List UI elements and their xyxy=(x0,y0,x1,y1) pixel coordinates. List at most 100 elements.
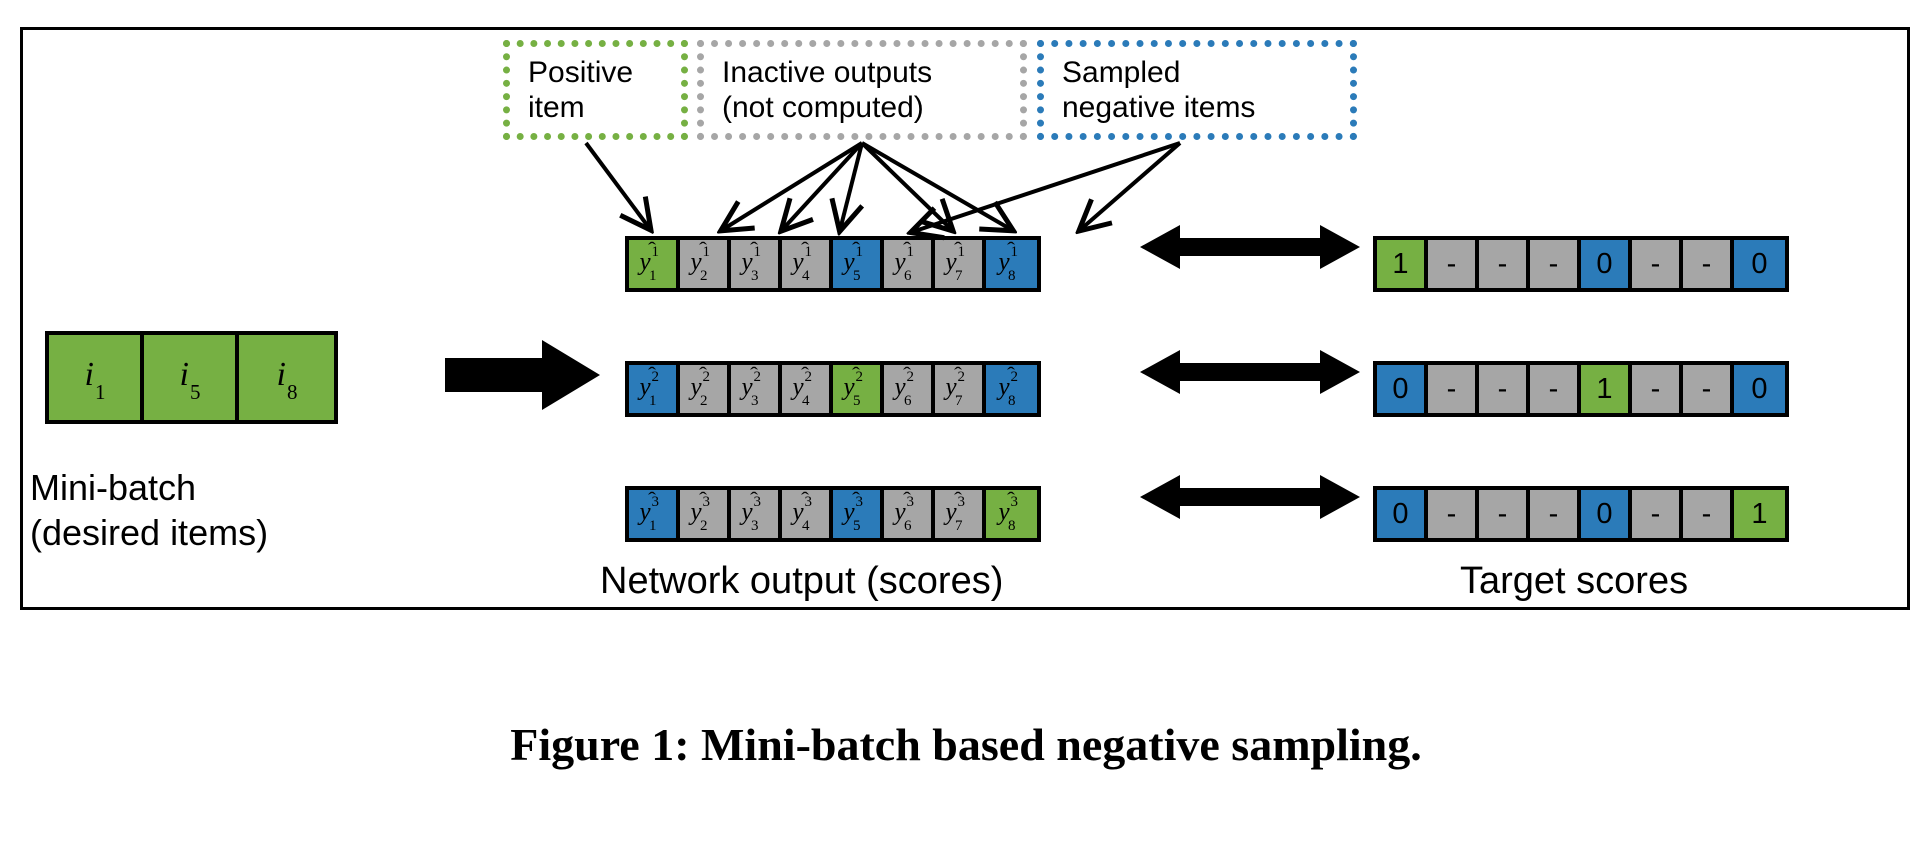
target-score-cell-2-3: - xyxy=(1479,365,1530,413)
network-output-cell-label: ̂y12 xyxy=(690,243,711,285)
network-output-cell-1-1: ̂y11 xyxy=(629,240,680,288)
target-score-cell-value: - xyxy=(1497,247,1508,280)
target-score-cell-value: - xyxy=(1701,247,1712,280)
target-score-cell-1-7: - xyxy=(1683,240,1734,288)
target-score-cell-value: - xyxy=(1497,497,1508,530)
network-output-cell-label: ̂y11 xyxy=(639,243,660,285)
target-score-cell-value: 0 xyxy=(1392,497,1409,530)
target-score-cell-value: 1 xyxy=(1392,247,1409,280)
network-output-cell-label: ̂y37 xyxy=(945,493,966,535)
minibatch-item-8: i8 xyxy=(239,335,334,420)
network-output-cell-3-2: ̂y32 xyxy=(680,490,731,538)
network-output-cell-2-8: ̂y28 xyxy=(986,365,1037,413)
target-score-cell-2-8: 0 xyxy=(1734,365,1785,413)
network-output-cell-2-5: ̂y25 xyxy=(833,365,884,413)
legend-positive-item-label: Positive item xyxy=(528,55,634,124)
target-score-cell-1-8: 0 xyxy=(1734,240,1785,288)
network-output-cell-2-6: ̂y26 xyxy=(884,365,935,413)
target-score-cell-value: 0 xyxy=(1751,247,1768,280)
target-score-cell-3-7: - xyxy=(1683,490,1734,538)
target-score-cell-2-2: - xyxy=(1428,365,1479,413)
minibatch-item-label: i1 xyxy=(84,356,106,404)
minibatch-item-label: i5 xyxy=(179,356,201,404)
network-output-cell-3-4: ̂y34 xyxy=(782,490,833,538)
network-output-cell-3-5: ̂y35 xyxy=(833,490,884,538)
target-score-cell-3-2: - xyxy=(1428,490,1479,538)
network-output-cell-label: ̂y34 xyxy=(792,493,813,535)
network-output-cell-label: ̂y26 xyxy=(894,368,915,410)
target-score-cell-2-4: - xyxy=(1530,365,1581,413)
target-score-cell-1-2: - xyxy=(1428,240,1479,288)
target-score-cell-value: - xyxy=(1701,372,1712,405)
network-output-cell-label: ̂y27 xyxy=(945,368,966,410)
network-output-cell-label: ̂y22 xyxy=(690,368,711,410)
network-output-cell-1-5: ̂y15 xyxy=(833,240,884,288)
network-output-cell-label: ̂y14 xyxy=(792,243,813,285)
network-output-cell-label: ̂y23 xyxy=(741,368,762,410)
target-score-cell-value: 0 xyxy=(1392,372,1409,405)
target-score-cell-value: - xyxy=(1446,372,1457,405)
network-output-cell-3-7: ̂y37 xyxy=(935,490,986,538)
target-score-cell-3-4: - xyxy=(1530,490,1581,538)
target-score-cell-1-3: - xyxy=(1479,240,1530,288)
target-score-cell-1-4: - xyxy=(1530,240,1581,288)
target-score-cell-value: - xyxy=(1497,372,1508,405)
network-output-cell-label: ̂y32 xyxy=(690,493,711,535)
network-output-cell-2-2: ̂y22 xyxy=(680,365,731,413)
network-output-cell-label: ̂y35 xyxy=(843,493,864,535)
target-score-cell-2-1: 0 xyxy=(1377,365,1428,413)
target-score-cell-value: - xyxy=(1548,372,1559,405)
network-output-cell-3-3: ̂y33 xyxy=(731,490,782,538)
target-score-cell-value: 0 xyxy=(1596,247,1613,280)
network-output-cell-2-3: ̂y23 xyxy=(731,365,782,413)
network-output-cell-1-7: ̂y17 xyxy=(935,240,986,288)
legend-sampled-negative-items-label: Sampled negative items xyxy=(1062,55,1256,124)
figure-caption: Figure 1: Mini-batch based negative samp… xyxy=(510,719,1422,770)
network-output-cell-label: ̂y21 xyxy=(639,368,660,410)
legend-sampled-negative-items: Sampled negative items xyxy=(1037,40,1357,140)
target-score-cell-value: - xyxy=(1650,497,1661,530)
network-output-row: ̂y11̂y12̂y13̂y14̂y15̂y16̂y17̂y18 xyxy=(625,236,1041,292)
network-output-cell-label: ̂y18 xyxy=(998,243,1019,285)
network-output-row: ̂y31̂y32̂y33̂y34̂y35̂y36̂y37̂y38 xyxy=(625,486,1041,542)
network-output-cell-2-7: ̂y27 xyxy=(935,365,986,413)
network-output-cell-label: ̂y25 xyxy=(843,368,864,410)
network-output-cell-3-6: ̂y36 xyxy=(884,490,935,538)
target-score-cell-value: 0 xyxy=(1596,497,1613,530)
target-scores-row: 1---0--0 xyxy=(1373,236,1789,292)
target-score-cell-2-5: 1 xyxy=(1581,365,1632,413)
network-output-cell-label: ̂y13 xyxy=(741,243,762,285)
network-output-cell-label: ̂y15 xyxy=(843,243,864,285)
target-score-cell-1-5: 0 xyxy=(1581,240,1632,288)
target-scores-row: 0---1--0 xyxy=(1373,361,1789,417)
target-scores-caption: Target scores xyxy=(1460,560,1689,602)
network-output-cell-2-1: ̂y21 xyxy=(629,365,680,413)
target-score-cell-3-5: 0 xyxy=(1581,490,1632,538)
target-score-cell-3-1: 0 xyxy=(1377,490,1428,538)
network-output-cell-label: ̂y33 xyxy=(741,493,762,535)
target-score-cell-2-6: - xyxy=(1632,365,1683,413)
network-output-cell-1-6: ̂y16 xyxy=(884,240,935,288)
minibatch-item-label: i8 xyxy=(276,356,298,404)
network-output-cell-label: ̂y38 xyxy=(998,493,1019,535)
network-output-cell-label: ̂y28 xyxy=(998,368,1019,410)
target-score-cell-value: - xyxy=(1650,372,1661,405)
network-output-cell-3-1: ̂y31 xyxy=(629,490,680,538)
legend-inactive-outputs-label: Inactive outputs (not computed) xyxy=(722,55,933,124)
target-score-cell-value: - xyxy=(1446,497,1457,530)
network-output-cell-3-8: ̂y38 xyxy=(986,490,1037,538)
legend-positive-item: Positive item xyxy=(503,40,688,140)
network-output-caption: Network output (scores) xyxy=(600,560,1004,602)
target-score-cell-3-3: - xyxy=(1479,490,1530,538)
network-output-cell-label: ̂y31 xyxy=(639,493,660,535)
legend-inactive-outputs: Inactive outputs (not computed) xyxy=(697,40,1027,140)
minibatch-item-5: i5 xyxy=(144,335,239,420)
network-output-cell-1-3: ̂y13 xyxy=(731,240,782,288)
network-output-row: ̂y21̂y22̂y23̂y24̂y25̂y26̂y27̂y28 xyxy=(625,361,1041,417)
network-output-cell-2-4: ̂y24 xyxy=(782,365,833,413)
target-score-cell-value: - xyxy=(1701,497,1712,530)
target-score-cell-value: - xyxy=(1548,247,1559,280)
target-score-cell-1-6: - xyxy=(1632,240,1683,288)
minibatch-item-1: i1 xyxy=(49,335,144,420)
